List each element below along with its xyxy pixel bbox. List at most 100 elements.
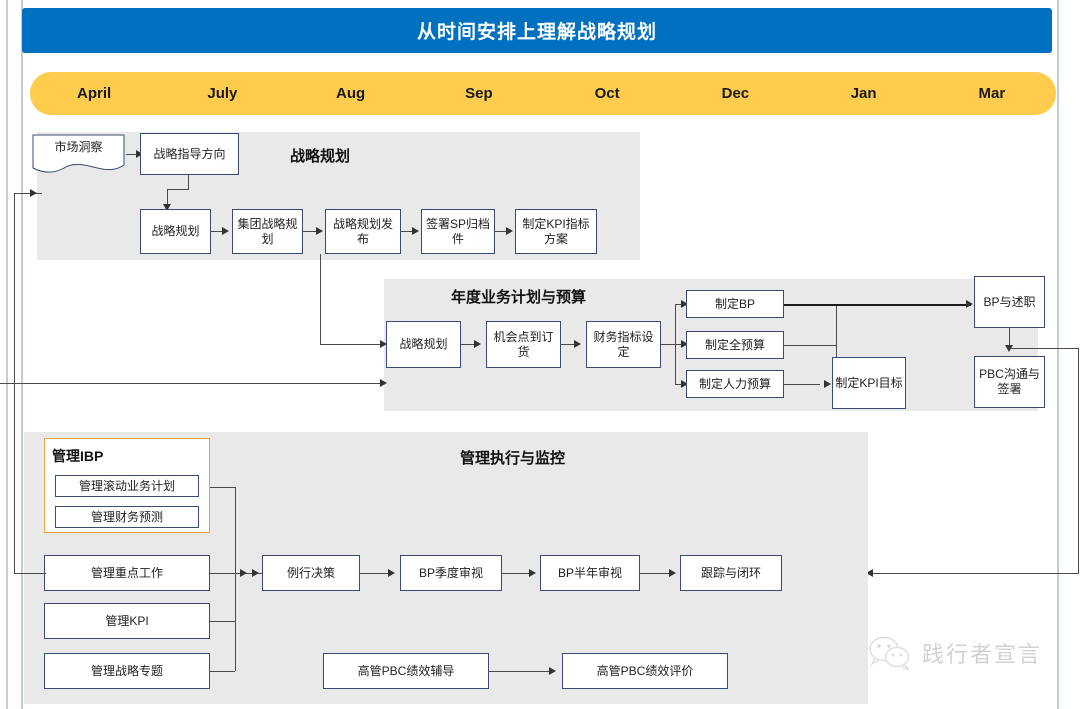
box-budget-hr[interactable]: 制定人力预算 [686,370,784,398]
conn-doc-to-direction [126,154,138,155]
box-ibp-finance-forecast[interactable]: 管理财务预测 [55,506,199,528]
guide-rule-right [1057,0,1059,709]
arrowhead-ex2-ex3 [529,569,536,577]
conn-bp-to-report [784,304,971,306]
arrowhead-fan-to-hr [681,380,688,388]
box-strategy-step-2[interactable]: 集团战略规划 [232,209,303,254]
panel-execution-title: 管理执行与监控 [460,450,566,467]
box-bp-step-2[interactable]: 机会点到订货 [486,321,561,368]
box-strategy-step-3[interactable]: 战略规划发布 [325,209,401,254]
conn-left-loop-top [14,193,42,194]
box-strategy-step-1[interactable]: 战略规划 [140,209,211,254]
guide-rule-left-inner [21,0,23,709]
conn-s1-s2 [211,231,224,232]
conn-direction-right [167,189,189,190]
conn-direction-down-a [188,175,189,189]
timeline-month-oct: Oct [594,85,620,102]
box-manage-kpi[interactable]: 管理KPI [44,603,210,639]
box-bp-step-1[interactable]: 战略规划 [386,321,461,368]
watermark-text: 践行者宣言 [922,642,1043,667]
conn-hr-merge [784,384,820,385]
timeline-month-mar: Mar [978,85,1006,102]
box-manage-strategy-topic[interactable]: 管理战略专题 [44,653,210,689]
conn-topic-bus [210,671,235,672]
market-insight-doc[interactable]: 市场洞察 [32,134,125,176]
box-pbc-sign[interactable]: PBC沟通与签署 [974,356,1045,408]
wechat-icon [869,636,910,670]
timeline-month-jan: Jan [850,85,877,102]
conn-right-loop-top [1009,348,1079,349]
arrowhead-s4-s5 [506,227,513,235]
timeline-bar: April July Aug Sep Oct Dec Jan Mar [30,72,1056,115]
arrowhead-fan-to-bp [681,300,688,308]
arrowhead-bp2-bp3 [574,340,581,348]
box-bp-step-3[interactable]: 财务指标设定 [586,321,661,368]
conn-bp1-bp2 [461,344,475,345]
arrowhead-fan-to-full [681,340,688,348]
conn-feedback-into-bp [0,383,382,384]
timeline-month-aug: Aug [336,85,366,102]
conn-left-loop-bottom [14,573,46,574]
arrowhead-ex1-ex2 [388,569,395,577]
arrowhead-group-plan-to-bp [380,340,387,348]
conn-group-plan-right [320,344,382,345]
conn-pbc-coach-eval [489,671,551,672]
arrowhead-left-loop-top [30,189,37,197]
arrowhead-pbc-coach-eval [549,667,556,675]
market-insight-label: 市场洞察 [54,140,103,154]
conn-fin-out [661,344,675,345]
conn-ex2-ex3 [502,573,532,574]
box-exec-bp-quarterly[interactable]: BP季度审视 [400,555,502,591]
watermark: 践行者宣言 [868,636,1042,670]
box-ibp-rolling-plan[interactable]: 管理滚动业务计划 [55,475,199,497]
box-exec-track-close[interactable]: 跟踪与闭环 [680,555,782,591]
arrowhead-bp1-bp2 [474,340,481,348]
arrowhead-bp-to-report [966,300,973,308]
conn-kpi-bus [210,621,235,622]
conn-s3-s4 [401,231,413,232]
box-strategy-step-4[interactable]: 签署SP归档件 [421,209,495,254]
page-title-bar: 从时间安排上理解战略规划 [22,8,1052,53]
box-budget-bp[interactable]: 制定BP [686,290,784,318]
box-exec-routine-decision[interactable]: 例行决策 [262,555,360,591]
arrowhead-s3-s4 [412,227,419,235]
box-bp-report[interactable]: BP与述职 [974,276,1045,328]
box-pbc-evaluation[interactable]: 高管PBC绩效评价 [562,653,728,689]
panel-business-plan-title: 年度业务计划与预算 [451,289,587,306]
arrowhead-doc-to-direction [136,150,143,158]
box-strategy-direction[interactable]: 战略指导方向 [140,133,239,175]
box-pbc-coaching[interactable]: 高管PBC绩效辅导 [323,653,489,689]
conn-keywork-bus [210,573,235,574]
arrowhead-direction-to-plan [163,204,171,211]
timeline-month-dec: Dec [721,85,750,102]
panel-strategy-title: 战略规划 [290,148,351,165]
timeline-month-april: April [77,85,112,102]
box-strategy-step-5[interactable]: 制定KPI指标方案 [515,209,597,254]
arrowhead-s1-s2 [222,227,229,235]
arrowhead-s2-s3 [316,227,323,235]
conn-fan-to-hr [675,384,685,385]
box-kpi-goal[interactable]: 制定KPI目标 [832,357,906,409]
arrowhead-merge-to-kpi [824,380,831,388]
timeline-month-sep: Sep [465,85,493,102]
conn-right-loop-back [872,573,1079,574]
conn-ex1-ex2 [360,573,390,574]
conn-report-to-pbc [1009,328,1010,348]
conn-s2-s3 [303,231,317,232]
page-title: 从时间安排上理解战略规划 [416,22,657,43]
conn-s4-s5 [495,231,507,232]
conn-merge-vertical [836,304,837,384]
conn-direction-down-b [167,189,168,206]
box-budget-full[interactable]: 制定全预算 [686,331,784,359]
timeline-month-july: July [207,85,238,102]
box-manage-key-work[interactable]: 管理重点工作 [44,555,210,591]
conn-right-loop-down [1078,348,1079,573]
conn-ex3-ex4 [640,573,671,574]
arrowhead-right-loop [866,569,873,577]
group-manage-ibp-title: 管理IBP [52,448,104,464]
conn-full-merge [784,345,836,346]
box-exec-bp-halfyear[interactable]: BP半年审视 [540,555,640,591]
conn-fan-to-full [675,344,685,345]
arrowhead-bus-to-routine-2 [252,569,259,577]
